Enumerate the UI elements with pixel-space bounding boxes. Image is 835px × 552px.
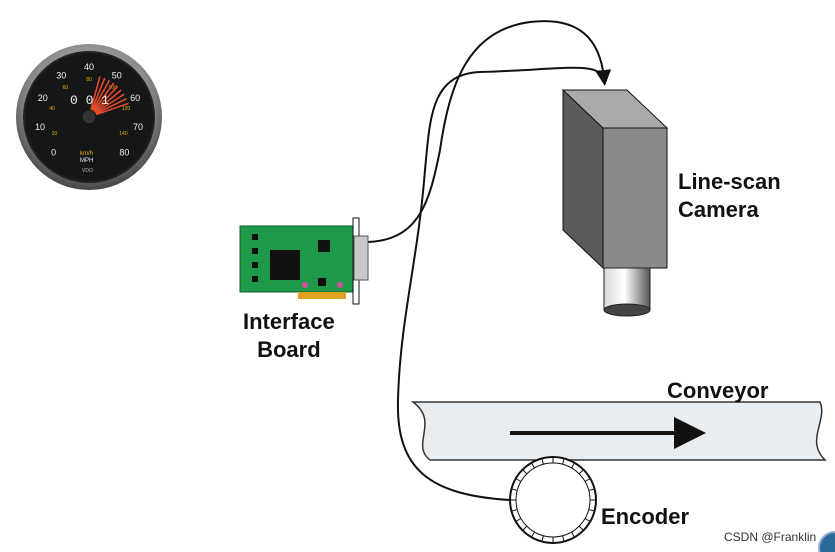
- mph-tick-label: 80: [119, 147, 129, 157]
- kmh-tick-label: 80: [86, 77, 92, 83]
- conveyor: [410, 401, 827, 461]
- mph-tick-label: 50: [112, 70, 122, 80]
- mph-tick-label: 0: [51, 147, 56, 157]
- board-label: Interface Board: [243, 308, 335, 364]
- camera-front: [602, 127, 668, 269]
- camera-lens: [603, 267, 651, 311]
- board-component: [337, 282, 343, 288]
- board-label-line2: Board: [257, 337, 321, 362]
- odometer-readout: 0 0 1: [70, 93, 109, 108]
- encoder-tick: [515, 518, 522, 522]
- encoder-tick: [578, 525, 584, 531]
- encoder-tick: [578, 469, 584, 475]
- encoder-tick: [515, 478, 522, 482]
- encoder-tick: [571, 462, 575, 469]
- kmh-tick-label: 140: [119, 131, 128, 137]
- board-port: [353, 235, 369, 281]
- camera-label-line2: Camera: [678, 197, 759, 222]
- encoder-tick: [541, 535, 544, 542]
- encoder-tick: [511, 488, 518, 491]
- board-component: [302, 282, 308, 288]
- needle-hub: [81, 109, 97, 125]
- board-component: [318, 278, 326, 286]
- mph-tick-label: 40: [84, 62, 94, 72]
- kmh-tick-label: 100: [108, 85, 117, 91]
- board-component: [252, 248, 258, 254]
- board-component: [252, 262, 258, 268]
- encoder-tick: [584, 478, 591, 482]
- encoder-tick: [531, 462, 535, 469]
- mph-tick-label: 70: [133, 122, 143, 132]
- mph-unit: MPH: [80, 158, 93, 164]
- board-edge-connector: [298, 292, 346, 299]
- encoder-tick: [522, 525, 528, 531]
- interface-board: [239, 217, 369, 305]
- encoder-tick: [571, 531, 575, 538]
- kmh-tick-label: 120: [122, 106, 131, 112]
- encoder-tick: [562, 535, 565, 542]
- mph-tick-label: 20: [38, 93, 48, 103]
- mph-tick-labels: 0 10 20 30 40 50 60 70 80: [35, 62, 143, 157]
- board-chip-small: [318, 240, 330, 252]
- encoder-tick: [541, 458, 544, 465]
- mph-tick-label: 10: [35, 122, 45, 132]
- kmh-unit: km/h: [80, 151, 93, 157]
- encoder-ticks: [510, 457, 596, 543]
- encoder-tick: [584, 518, 591, 522]
- speedometer-brand: VDO: [82, 168, 93, 174]
- camera-cable: [367, 20, 612, 243]
- encoder-tick: [588, 488, 595, 491]
- board-main-chip: [270, 250, 300, 280]
- board-component: [252, 234, 258, 240]
- encoder-cable: [396, 66, 605, 501]
- kmh-tick-label: 20: [52, 131, 58, 137]
- kmh-tick-label: 40: [49, 106, 55, 112]
- kmh-tick-label: 60: [63, 85, 69, 91]
- camera-lens-rim: [603, 303, 651, 317]
- watermark-text: CSDN @Franklin: [722, 530, 819, 544]
- camera-label-line1: Line-scan: [678, 169, 781, 194]
- board-component: [252, 276, 258, 282]
- encoder-label: Encoder: [601, 504, 690, 529]
- encoder-tick: [511, 509, 518, 512]
- encoder-tick: [588, 509, 595, 512]
- watermark-logo: [818, 531, 835, 552]
- line-scan-camera: [561, 88, 669, 317]
- board-label-line1: Interface: [243, 309, 335, 334]
- mph-tick-label: 60: [130, 93, 140, 103]
- kmh-tick-labels: 20 40 60 80 100 120 140: [49, 77, 130, 137]
- camera-label: Line-scan Camera: [678, 168, 781, 224]
- encoder-tick: [562, 458, 565, 465]
- mph-tick-label: 30: [56, 70, 66, 80]
- encoder-tick: [531, 531, 535, 538]
- encoder: [509, 456, 597, 544]
- encoder-tick: [522, 469, 528, 475]
- conveyor-label: Conveyor: [667, 378, 769, 403]
